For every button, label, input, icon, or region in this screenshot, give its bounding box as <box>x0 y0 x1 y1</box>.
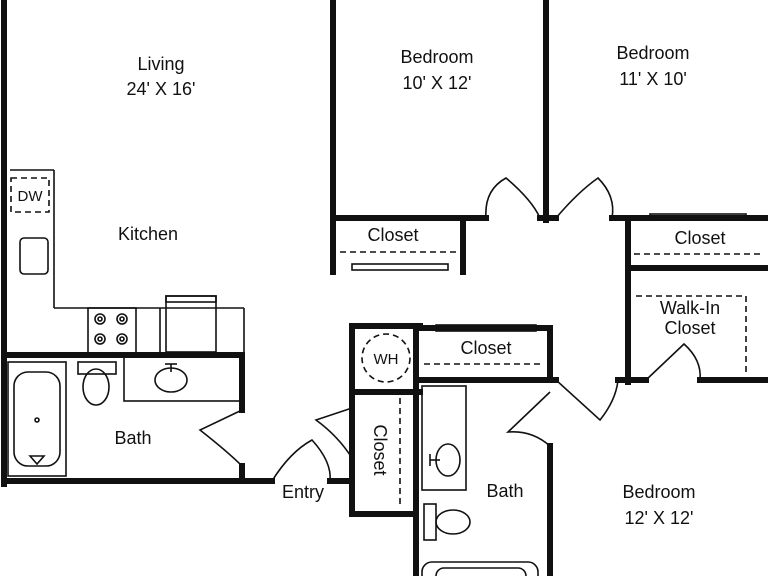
room-labels: Living 24' X 16' Bedroom 10' X 12' Bedro… <box>114 43 695 528</box>
closet-bedroom-2: Closet <box>634 213 762 255</box>
walk-in-closet-label-line-1: Walk-In <box>660 298 720 318</box>
closet-bedroom-1: Closet <box>340 225 458 271</box>
closet-entry-label: Closet <box>370 424 390 475</box>
stove <box>87 307 137 355</box>
kitchen-name: Kitchen <box>118 224 178 244</box>
kitchen-sink <box>19 237 49 275</box>
living-room-name: Living <box>137 54 184 74</box>
entry-name: Entry <box>282 482 324 502</box>
doors <box>198 176 701 482</box>
refrigerator <box>165 295 217 353</box>
kitchen-counter: DW <box>10 169 245 355</box>
bathtub <box>13 371 61 467</box>
water-heater-label: WH <box>374 351 399 368</box>
dishwasher: DW <box>10 177 50 213</box>
bedroom-2-name: Bedroom <box>616 43 689 63</box>
water-heater: WH <box>361 333 411 383</box>
bath-center-name: Bath <box>486 481 523 501</box>
closet-bedroom-2-label: Closet <box>674 228 725 248</box>
walk-in-closet-label-line-2: Closet <box>664 318 715 338</box>
walk-in-closet: Walk-In Closet <box>636 295 747 374</box>
bedroom-3-name: Bedroom <box>622 482 695 502</box>
bedroom-3-size: 12' X 12' <box>625 508 694 528</box>
bedroom-2-size: 11' X 10' <box>619 69 687 89</box>
closet-bedroom-1-label: Closet <box>367 225 418 245</box>
dishwasher-label: DW <box>18 188 44 205</box>
vanity-left <box>123 356 241 402</box>
vanity-center <box>421 385 467 491</box>
bedroom-1-name: Bedroom <box>400 47 473 67</box>
toilet-center <box>423 503 471 541</box>
closet-entry: Closet <box>370 398 401 508</box>
toilet-left <box>77 361 117 406</box>
closet-center: Closet <box>424 324 544 365</box>
closet-center-label: Closet <box>460 338 511 358</box>
bath-left-name: Bath <box>114 428 151 448</box>
bathtub-center <box>421 561 539 576</box>
living-room-size: 24' X 16' <box>127 79 196 99</box>
bath-left-fixtures <box>7 356 241 477</box>
bedroom-1-size: 10' X 12' <box>403 73 472 93</box>
bath-center-fixtures <box>421 385 539 576</box>
